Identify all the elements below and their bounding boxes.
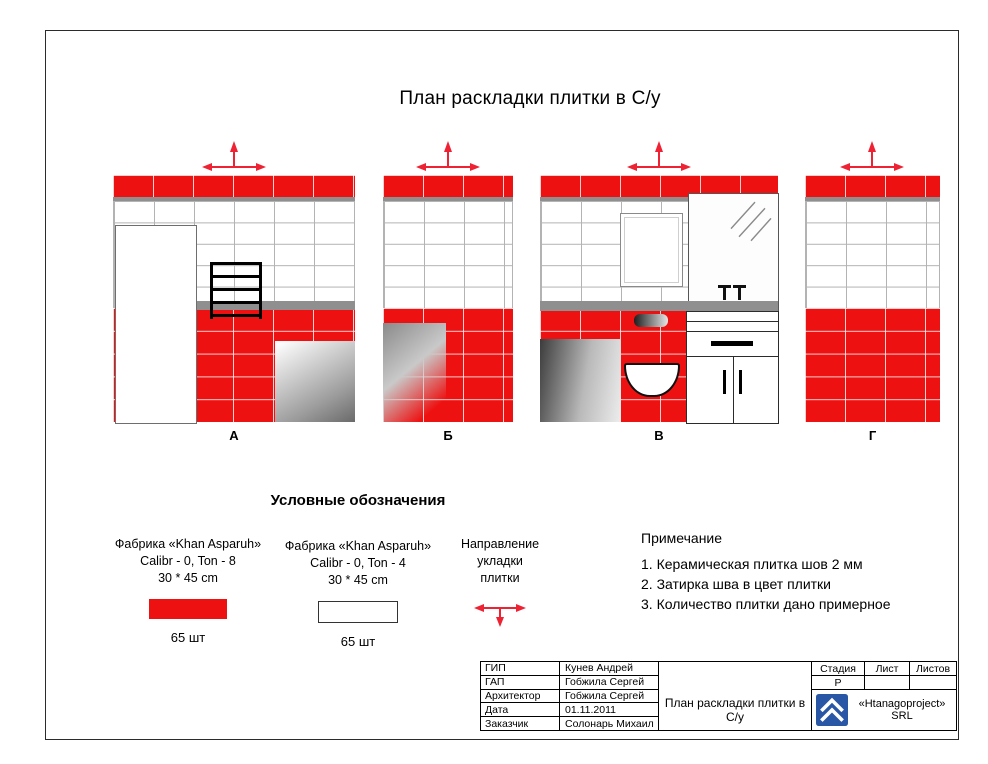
tile-row-top-red <box>383 175 513 197</box>
tile-row-top-red <box>805 175 940 197</box>
role-value: Гобжила Сергей <box>565 676 645 689</box>
title-block-row: Архитектор Гобжила Сергей <box>481 689 658 704</box>
stage-header-row: Стадия Лист Листов <box>812 662 956 676</box>
role-label: Дата <box>481 703 560 717</box>
wall-label-b: Б <box>443 428 453 443</box>
white-tile-field <box>805 201 940 308</box>
wall-elevation-g <box>805 175 940 422</box>
mirror <box>688 193 779 314</box>
wall-label-g: Г <box>868 428 877 443</box>
sheets-value <box>910 676 956 689</box>
note-item: 3. Количество плитки дано примерное <box>641 596 891 612</box>
washing-machine <box>540 339 621 422</box>
border-strip <box>540 197 778 201</box>
legend-size: 30 * 45 cm <box>328 573 388 587</box>
legend-factory: Фабрика «Khan Asparuh» <box>114 537 262 551</box>
white-tile-field <box>383 201 513 308</box>
tile-direction-arrow-g <box>840 141 904 171</box>
drawing-frame <box>45 30 959 740</box>
tile-row-top-red <box>540 175 778 197</box>
white-tile-swatch <box>318 601 398 623</box>
legend-title: Условные обозначения <box>270 492 446 509</box>
direction-line: Направление <box>460 537 540 551</box>
role-label: ГИП <box>481 662 560 675</box>
sheet-value <box>865 676 910 689</box>
counter-line <box>687 321 778 322</box>
door-handle <box>739 370 742 394</box>
soap-dish <box>634 314 668 327</box>
title-block-row: ГАП Гобжила Сергей <box>481 675 658 690</box>
title-block-meta: Стадия Лист Листов Р «Htanagoproject» SR… <box>812 662 956 730</box>
title-block: ГИП Кунев Андрей ГАП Гобжила Сергей Архи… <box>480 661 957 731</box>
notes-block: Примечание 1. Керамическая плитка шов 2 … <box>641 530 961 614</box>
role-value: Кунев Андрей <box>565 662 633 675</box>
title-block-row: Заказчик Солонарь Михаил <box>481 717 658 730</box>
title-block-row: ГИП Кунев Андрей <box>481 662 658 676</box>
company-logo-icon <box>816 694 848 726</box>
shower-screen <box>275 341 355 422</box>
border-strip <box>383 197 513 201</box>
tile-count: 65 шт <box>170 630 206 645</box>
tile-direction-arrow-a <box>202 141 266 171</box>
red-tile-field <box>805 308 940 422</box>
appliance-shading <box>383 323 446 422</box>
red-tile-swatch <box>149 599 227 619</box>
legend-size: 30 * 45 cm <box>158 571 218 585</box>
sheet-label: Лист <box>865 662 910 675</box>
mirror-glare-lines <box>730 201 772 242</box>
role-label: Архитектор <box>481 689 560 703</box>
legend-red-tile: Фабрика «Khan Asparuh» Calibr - 0, Ton -… <box>110 536 266 646</box>
title-block-row: Дата 01.11.2011 <box>481 703 658 718</box>
door <box>115 225 197 424</box>
title-block-staff: ГИП Кунев Андрей ГАП Гобжила Сергей Архи… <box>481 662 659 730</box>
faucet-icon <box>718 285 731 300</box>
stage-label: Стадия <box>812 662 865 675</box>
drawing-title-cell: План раскладки плитки в С/у <box>659 662 812 730</box>
role-value: Гобжила Сергей <box>565 689 645 702</box>
direction-symbol-icon <box>474 604 526 627</box>
role-value: 01.11.2011 <box>565 703 616 716</box>
note-item: 2. Затирка шва в цвет плитки <box>641 576 831 592</box>
wall-cabinet <box>620 213 683 287</box>
border-strip <box>805 197 940 201</box>
vanity-cabinet <box>686 311 779 424</box>
note-item: 1. Керамическая плитка шов 2 мм <box>641 556 863 572</box>
tile-count: 65 шт <box>340 634 376 649</box>
legend-spec: Calibr - 0, Ton - 8 <box>140 554 236 568</box>
legend-direction: Направление укладки плитки <box>448 536 552 627</box>
direction-line: укладки <box>477 554 523 568</box>
wall-label-a: А <box>229 428 239 443</box>
legend-white-tile: Фабрика «Khan Asparuh» Calibr - 0, Ton -… <box>280 538 436 650</box>
door-handle <box>723 370 726 394</box>
role-value: Солонарь Михаил <box>565 717 654 730</box>
stage-value: Р <box>812 676 865 689</box>
faucet-icon <box>733 285 746 300</box>
tile-direction-arrow-b <box>416 141 480 171</box>
wall-elevation-b <box>383 175 513 422</box>
door-divider <box>732 356 734 423</box>
sheets-label: Листов <box>915 662 951 675</box>
trim-strip <box>195 301 355 310</box>
wall-elevation-v <box>540 175 779 424</box>
legend-spec: Calibr - 0, Ton - 4 <box>310 556 406 570</box>
towel-radiator <box>210 262 262 319</box>
drawing-title: План раскладки плитки в С/у <box>664 696 806 724</box>
wall-label-v: В <box>654 428 664 443</box>
border-strip <box>113 197 355 201</box>
stage-value-row: Р <box>812 676 956 690</box>
wall-elevation-a <box>113 175 355 424</box>
countertop-shelf <box>540 301 778 311</box>
page-title: План раскладки плитки в С/у <box>399 88 661 109</box>
notes-title: Примечание <box>641 530 723 546</box>
counter-line <box>687 331 778 332</box>
role-label: Заказчик <box>481 717 560 730</box>
legend-factory: Фабрика «Khan Asparuh» <box>284 539 432 553</box>
direction-line: плитки <box>480 571 520 585</box>
role-label: ГАП <box>481 675 560 689</box>
drawer-handle <box>711 341 753 346</box>
company-name: «Htanagoproject» SRL <box>858 698 946 722</box>
tile-row-top-red <box>113 175 355 197</box>
tile-direction-arrow-v <box>627 141 691 171</box>
company-cell: «Htanagoproject» SRL <box>812 690 956 730</box>
